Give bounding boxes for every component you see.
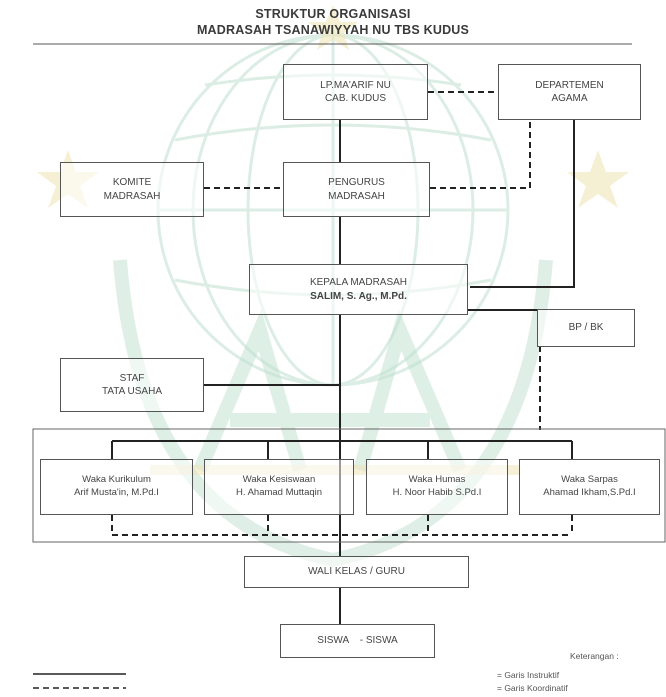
legend-solid-label: = Garis Instruktif — [497, 670, 560, 680]
box-komite-madrasah: KOMITE MADRASAH — [60, 162, 204, 217]
box-departemen-line1: DEPARTEMEN — [535, 79, 604, 91]
box-siswa: SISWA - SISWA — [280, 624, 435, 658]
box-waka-sarpras-line2: Ahamad Ikham,S.Pd.I — [543, 487, 636, 498]
chart-subtitle: MADRASAH TSANAWIYYAH NU TBS KUDUS — [196, 23, 470, 37]
box-waka-sarpras: Waka Sarpas Ahamad Ikham,S.Pd.I — [519, 459, 660, 515]
box-pengurus-line2: MADRASAH — [328, 190, 385, 202]
box-wali-kelas-line1: WALI KELAS / GURU — [308, 566, 405, 578]
box-pengurus-madrasah: PENGURUS MADRASAH — [283, 162, 430, 217]
chart-title: STRUKTUR ORGANISASI — [255, 7, 411, 21]
box-komite-line2: MADRASAH — [103, 190, 161, 202]
box-bp-bk: BP / BK — [537, 309, 635, 347]
box-waka-kesiswaan-line1: Waka Kesiswaan — [242, 474, 316, 486]
box-komite-line1: KOMITE — [112, 177, 152, 188]
box-staf-tata-usaha: STAF TATA USAHA — [60, 358, 204, 412]
box-waka-humas-line2: H. Noor Habib S.Pd.I — [392, 487, 482, 498]
box-waka-kesiswaan: Waka Kesiswaan H. Ahamad Muttaqin — [204, 459, 354, 515]
box-staf-line2: TATA USAHA — [101, 386, 162, 397]
box-waka-kurikulum: Waka Kurikulum Arif Musta'in, M.Pd.I — [40, 459, 193, 515]
box-departemen-agama: DEPARTEMEN AGAMA — [498, 64, 641, 120]
box-waka-sarpras-line1: Waka Sarpas — [561, 474, 618, 486]
box-waka-kesiswaan-line2: H. Ahamad Muttaqin — [235, 487, 323, 498]
box-pengurus-line1: PENGURUS — [328, 177, 385, 188]
box-wali-kelas-guru: WALI KELAS / GURU — [244, 556, 469, 588]
box-bpbk-line1: BP / BK — [568, 322, 604, 334]
box-waka-kurikulum-line1: Waka Kurikulum — [82, 474, 151, 486]
legend-title: Keterangan : — [570, 651, 619, 661]
box-kepala-line1: KEPALA MADRASAH — [309, 277, 408, 288]
box-kepala-madrasah: KEPALA MADRASAH SALIM, S. Ag., M.Pd. — [249, 264, 468, 315]
box-waka-humas-line1: Waka Humas — [408, 474, 466, 486]
box-waka-kurikulum-line2: Arif Musta'in, M.Pd.I — [74, 487, 159, 498]
box-lp-maarif-line1: LP.MA'ARIF NU — [320, 79, 391, 91]
box-staf-line1: STAF — [119, 372, 145, 384]
box-kepala-line2: SALIM, S. Ag., M.Pd. — [310, 290, 407, 302]
box-lp-maarif: LP.MA'ARIF NU CAB. KUDUS — [283, 64, 428, 120]
box-siswa-line1: SISWA - SISWA — [317, 635, 398, 647]
box-departemen-line2: AGAMA — [551, 93, 588, 104]
box-lp-maarif-line2: CAB. KUDUS — [324, 93, 387, 104]
box-waka-humas: Waka Humas H. Noor Habib S.Pd.I — [366, 459, 508, 515]
legend-dashed-label: = Garis Koordinatif — [497, 683, 568, 693]
